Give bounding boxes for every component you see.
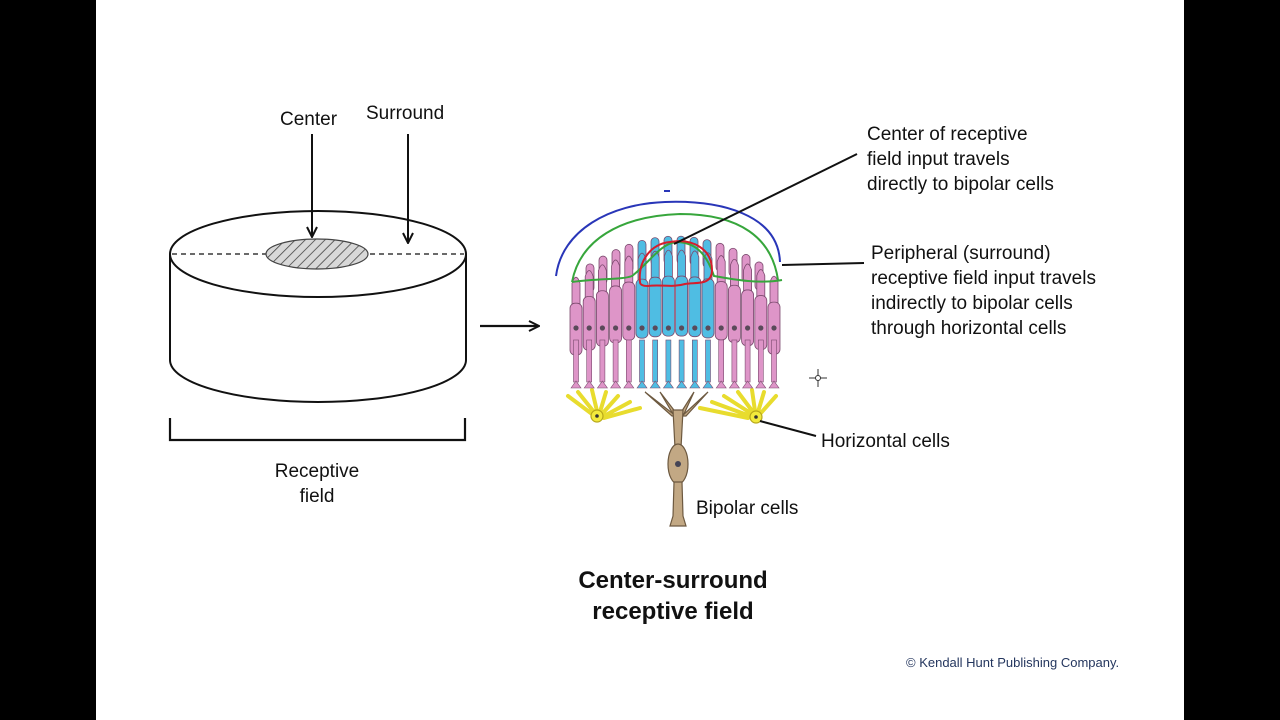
horizontal-cell-left	[566, 388, 642, 423]
figure-title: Center-surround receptive field	[578, 567, 768, 625]
photoreceptor-cell	[609, 259, 622, 389]
peripheral-note: Peripheral (surround) receptive field in…	[871, 243, 1096, 339]
photoreceptor-cell	[688, 250, 702, 389]
receptive-field-label: Receptive field	[274, 461, 360, 507]
photoreceptor-cell	[662, 249, 675, 389]
crosshair-cursor-icon	[809, 369, 827, 387]
photoreceptor-cell	[767, 275, 781, 389]
peripheral-note-pointer	[781, 262, 865, 266]
horizontal-cells-pointer	[759, 420, 817, 437]
horizontal-cells-label: Horizontal cells	[821, 431, 950, 452]
bipolar-cells-label: Bipolar cells	[696, 498, 799, 519]
blue-annotation-curve	[555, 200, 781, 277]
surround-label: Surround	[366, 103, 445, 124]
center-note-pointer	[673, 153, 858, 245]
red-annotation-curve	[638, 240, 714, 288]
horizontal-cell-right	[698, 388, 778, 424]
receptive-field-bracket	[168, 418, 467, 442]
photoreceptor-cell	[741, 263, 754, 389]
center-label: Center	[280, 109, 338, 130]
receptive-field-cylinder	[169, 210, 467, 403]
photoreceptor-cell	[635, 252, 649, 389]
hatched-center-disk	[265, 238, 369, 270]
photoreceptor-cell	[675, 249, 688, 389]
photoreceptor-cell	[714, 255, 728, 389]
photoreceptor-cell	[596, 264, 609, 389]
photoreceptor-cell	[582, 270, 596, 389]
photoreceptor-layer	[569, 235, 781, 389]
center-note: Center of receptive field input travels …	[867, 124, 1054, 195]
copyright-notice: © Kendall Hunt Publishing Company.	[906, 655, 1120, 670]
bipolar-cell	[644, 391, 709, 527]
photoreceptor-cell	[569, 276, 583, 389]
photoreceptor-cell	[728, 258, 741, 389]
photoreceptor-cell	[648, 250, 662, 389]
diagram-art	[168, 134, 865, 527]
photoreceptor-cell	[754, 269, 768, 389]
slide: Center Surround Receptive field Center o…	[96, 0, 1184, 720]
